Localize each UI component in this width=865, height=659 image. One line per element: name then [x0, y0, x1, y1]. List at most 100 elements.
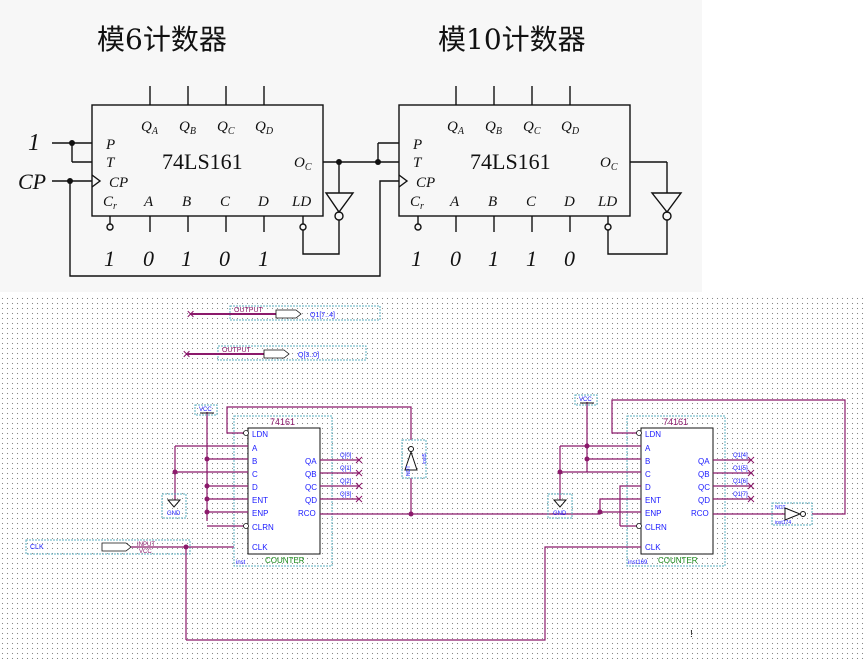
chip-left-name: 74LS161 — [162, 149, 243, 174]
svg-text:QC: QC — [698, 483, 710, 492]
wire-junctions — [172, 443, 603, 550]
svg-text:CLK: CLK — [252, 543, 268, 552]
pin-ld-label: LD — [291, 194, 311, 210]
pin-cp-label: CP — [109, 175, 128, 191]
svg-text:A: A — [252, 444, 258, 453]
title-mod10-counter: 模10计数器 — [438, 23, 586, 56]
wire-cp-to-right-chip — [69, 180, 399, 277]
svg-text:QB: QB — [485, 119, 502, 137]
counter-74161-right[interactable]: 74161 COUNTER inst169 LDN A B C D ENT EN… — [626, 415, 748, 567]
not-gate-right[interactable]: NOT inst174 — [771, 502, 813, 526]
svg-text:CLRN: CLRN — [252, 523, 274, 532]
svg-text:Cr: Cr — [410, 194, 424, 212]
svg-text:Q[1]: Q[1] — [340, 466, 352, 472]
preset-right-1: 0 — [450, 246, 461, 271]
input-name-clk: CLK — [30, 544, 44, 551]
svg-text:QA: QA — [305, 457, 317, 466]
svg-text:INPUT: INPUT — [137, 542, 155, 548]
svg-text:B: B — [488, 194, 497, 210]
pin-c-label: C — [220, 194, 231, 210]
svg-text:QA: QA — [141, 119, 159, 137]
svg-text:inst: inst — [236, 560, 246, 566]
preset-left-4: 1 — [258, 246, 269, 271]
svg-text:B: B — [252, 457, 257, 466]
svg-text:NOT: NOT — [406, 465, 412, 476]
pin-oc-label: O — [294, 155, 305, 171]
svg-text:QB: QB — [179, 119, 196, 137]
not-gate-left[interactable]: NOT inst5 — [401, 439, 428, 479]
svg-text:D: D — [252, 483, 258, 492]
svg-text:A: A — [449, 194, 460, 210]
svg-text:ENT: ENT — [645, 496, 661, 505]
preset-right-0: 1 — [411, 246, 422, 271]
svg-text:C: C — [526, 194, 537, 210]
svg-text:QB: QB — [305, 470, 317, 479]
chip-left-body — [91, 104, 324, 217]
svg-text:D: D — [645, 483, 651, 492]
counter-part-name: 74161 — [270, 417, 295, 427]
gnd-symbol-left: GND — [161, 493, 187, 519]
svg-text:A: A — [645, 444, 651, 453]
svg-text:CP: CP — [416, 175, 435, 191]
clock-triangle — [91, 174, 102, 188]
svg-text:B: B — [645, 457, 650, 466]
svg-text:ENT: ENT — [252, 496, 268, 505]
svg-text:RCO: RCO — [691, 509, 709, 518]
svg-text:✕: ✕ — [182, 349, 191, 361]
input-port-clk[interactable]: CLK INPUT VCC — [25, 539, 234, 555]
svg-text:LDN: LDN — [645, 430, 661, 439]
svg-text:P: P — [412, 137, 422, 153]
pin-qc-label: Q — [217, 119, 228, 135]
title-mod6-counter: 模6计数器 — [97, 23, 227, 56]
svg-text:NOT: NOT — [775, 505, 786, 511]
svg-text:GND: GND — [167, 511, 181, 517]
svg-text:ENP: ENP — [252, 509, 268, 518]
svg-text:QA: QA — [447, 119, 465, 137]
pin-cr-label: C — [103, 194, 114, 210]
svg-text:Q[3]: Q[3] — [340, 492, 352, 498]
svg-text:VCC: VCC — [579, 397, 592, 403]
counter-74161-left[interactable]: 74161 COUNTER inst LDN A B C D ENT ENP C… — [233, 415, 352, 567]
unconnected-markers — [355, 456, 755, 503]
svg-text:inst174: inst174 — [775, 520, 791, 526]
vcc-symbol-left: VCC — [194, 404, 218, 416]
output-port-label: OUTPUT — [234, 307, 264, 314]
svg-text:inst169: inst169 — [628, 560, 648, 566]
svg-text:RCO: RCO — [298, 509, 316, 518]
chip-right-body — [398, 104, 631, 217]
svg-text:QC: QC — [217, 119, 235, 137]
svg-text:CLRN: CLRN — [645, 523, 667, 532]
input-one-label: 1 — [28, 130, 40, 156]
svg-text:inst5: inst5 — [422, 453, 428, 464]
svg-text:COUNTER: COUNTER — [265, 556, 305, 565]
editor-grid-background — [0, 296, 865, 659]
svg-text:LD: LD — [597, 194, 617, 210]
svg-text:GND: GND — [553, 511, 567, 517]
output-port-q-3-0[interactable]: ✕ OUTPUT Q[3..0] — [182, 345, 367, 361]
svg-text:OUTPUT: OUTPUT — [222, 347, 252, 354]
svg-text:Q[0]: Q[0] — [340, 453, 352, 459]
svg-text:T: T — [413, 155, 423, 171]
svg-text:VCC: VCC — [199, 407, 212, 413]
svg-text:Q1[4]: Q1[4] — [733, 453, 748, 459]
pin-d-label: D — [257, 194, 269, 210]
output-port-q1-7-4[interactable]: ✕ OUTPUT Q1[7..4] — [186, 305, 381, 321]
svg-text:QA: QA — [698, 457, 710, 466]
preset-left-1: 0 — [143, 246, 154, 271]
cr-inversion-bubble — [106, 223, 114, 231]
preset-left-2: 1 — [181, 246, 192, 271]
svg-text:QC: QC — [523, 119, 541, 137]
vcc-symbol-right: VCC — [574, 394, 598, 406]
svg-text:C: C — [645, 470, 651, 479]
svg-text:QD: QD — [561, 119, 580, 137]
svg-text:Q1[6]: Q1[6] — [733, 479, 748, 485]
svg-text:VCC: VCC — [139, 549, 152, 555]
textbook-figure-background — [0, 0, 702, 292]
svg-text:✕: ✕ — [186, 309, 195, 321]
svg-text:LDN: LDN — [252, 430, 268, 439]
svg-text:Cr: Cr — [103, 194, 117, 212]
preset-left-0: 1 — [104, 246, 115, 271]
svg-text:QC: QC — [305, 483, 317, 492]
